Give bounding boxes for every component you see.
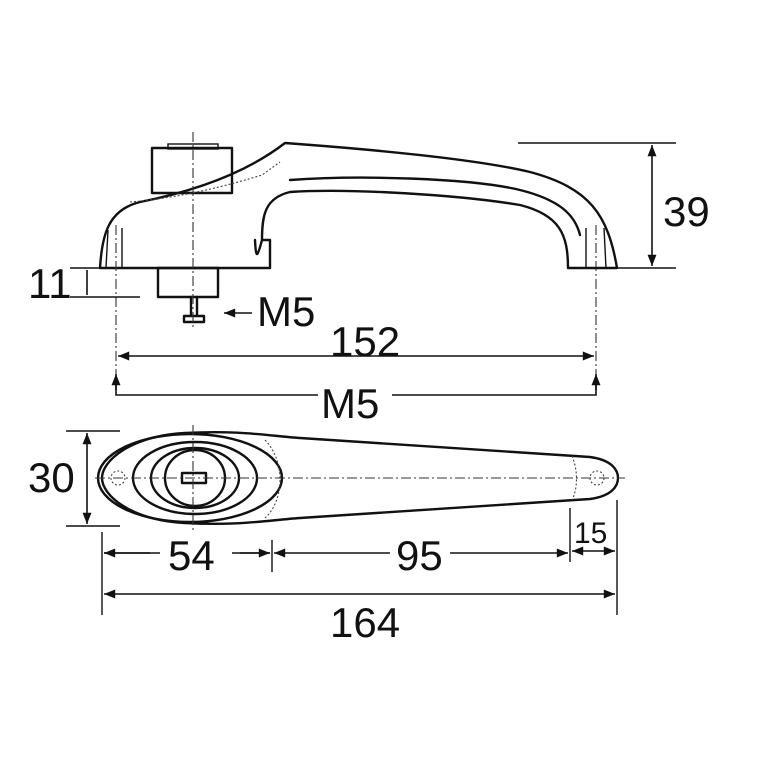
rosette-dimension: 54 bbox=[168, 532, 215, 579]
lever-dimension: 95 bbox=[396, 532, 443, 579]
overall-length-dimension: 164 bbox=[330, 599, 400, 646]
lock-cylinder bbox=[150, 146, 234, 195]
width-dimension: 30 bbox=[28, 454, 75, 501]
handle-body-outline bbox=[98, 141, 619, 270]
screw-thread-label: M5 bbox=[257, 288, 315, 335]
base-height-dimension: 11 bbox=[28, 260, 72, 307]
hole-spacing-dimension: 152 bbox=[330, 318, 400, 365]
plan-view: 30 54 95 15 164 bbox=[28, 425, 625, 646]
fixing-thread-label: M5 bbox=[321, 380, 379, 427]
base-block bbox=[156, 266, 220, 299]
side-view: 39 11 M5 152 M5 bbox=[28, 132, 710, 427]
screw bbox=[182, 295, 206, 324]
tip-dimension: 15 bbox=[574, 517, 607, 550]
height-dimension: 39 bbox=[663, 188, 710, 235]
